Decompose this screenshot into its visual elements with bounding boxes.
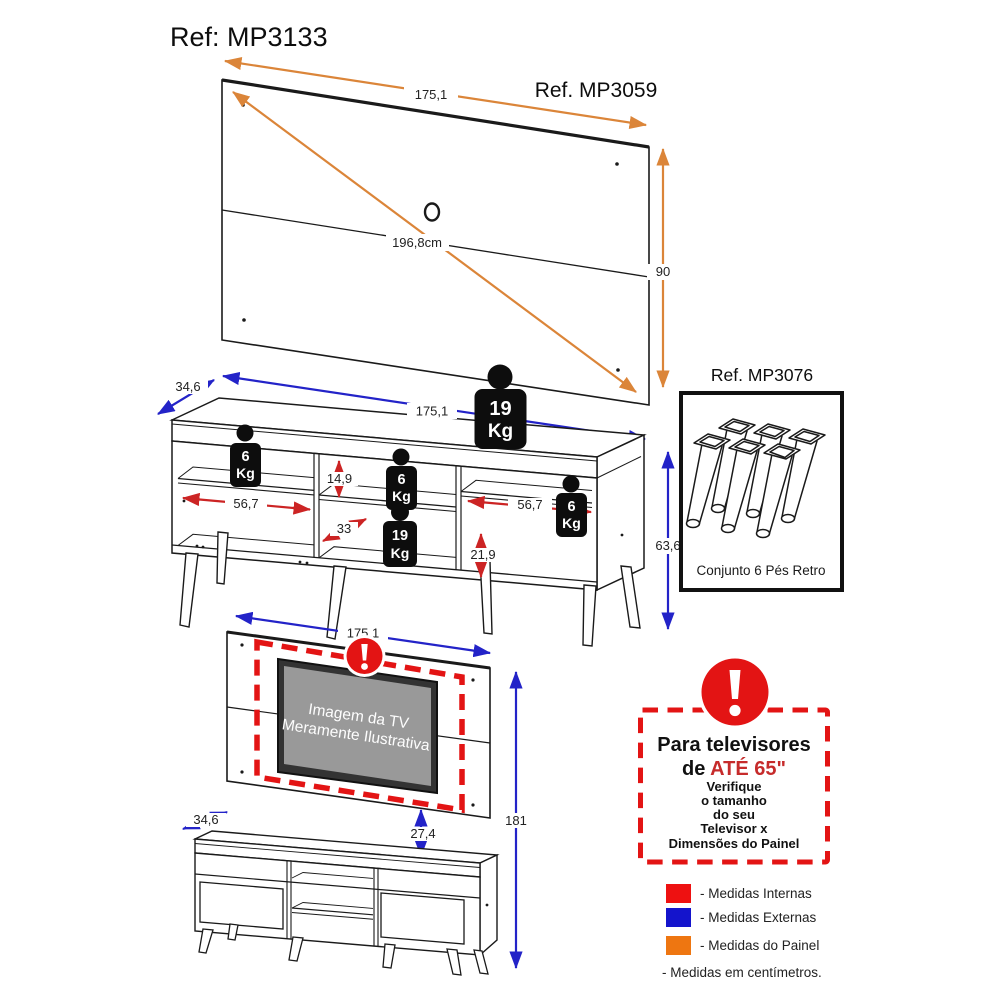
panel-width-label: 175,1 — [404, 86, 458, 103]
svg-text:Kg: Kg — [562, 515, 581, 531]
svg-text:34,6: 34,6 — [175, 379, 200, 394]
warning-dashed-border — [638, 707, 830, 865]
legend-label-internal: - Medidas Internas — [700, 886, 812, 901]
panel-height-label: 90 — [647, 264, 680, 280]
svg-text:27,4: 27,4 — [410, 826, 435, 841]
svg-text:175,1: 175,1 — [416, 404, 449, 419]
rack-right-width-label: 56,7 — [508, 497, 552, 512]
svg-text:Kg: Kg — [488, 421, 513, 442]
assembled-gap-label: 27,4 — [402, 826, 444, 841]
svg-text:33: 33 — [337, 521, 351, 536]
warning-line-3: do seu — [713, 807, 755, 822]
svg-text:196,8cm: 196,8cm — [392, 235, 442, 250]
feet-kit-box: Ref. MP3076 Conjunto 6 Pés Retro — [679, 365, 844, 592]
rack-legs — [179, 531, 641, 647]
weight-badge-left: 6 Kg — [230, 424, 261, 487]
svg-text:21,9: 21,9 — [470, 547, 495, 562]
svg-text:181: 181 — [505, 813, 527, 828]
tv-illustration: Imagem da TV Meramente Ilustrativa — [277, 657, 438, 795]
tv-size-warning-box: Para televisores de ATÉ 65" Verifique o … — [638, 655, 830, 865]
rack-top-gap-label: 14,9 — [321, 471, 358, 486]
rack-width-label: 175,1 — [407, 403, 457, 419]
svg-text:6: 6 — [397, 472, 405, 488]
rack-diagram: 56,7 14,9 33 56,7 21,9 34,6 175, — [157, 364, 689, 647]
legend-label-panel: - Medidas do Painel — [700, 938, 819, 953]
svg-text:56,7: 56,7 — [233, 496, 258, 511]
svg-text:Kg: Kg — [236, 465, 255, 481]
svg-text:56,7: 56,7 — [517, 497, 542, 512]
legend-unit-note: - Medidas em centímetros. — [662, 965, 822, 980]
feet-kit-illustration — [685, 418, 826, 539]
panel-diagram: 175,1 196,8cm 90 Ref. MP3059 — [221, 56, 680, 406]
svg-text:175,1: 175,1 — [415, 87, 448, 102]
legend-swatch-external — [666, 908, 691, 927]
svg-text:63,6: 63,6 — [655, 538, 680, 553]
legend: - Medidas Internas - Medidas Externas - … — [662, 884, 822, 980]
assembled-height-label: 181 — [499, 813, 533, 828]
legend-swatch-panel — [666, 936, 691, 955]
warning-line-1: Verifique — [707, 779, 762, 794]
panel-ref-label: Ref. MP3059 — [535, 79, 658, 102]
svg-text:90: 90 — [656, 264, 670, 279]
rack-depth-label: 34,6 — [168, 379, 208, 394]
rack-left-width-label: 56,7 — [225, 496, 267, 511]
svg-text:6: 6 — [567, 499, 575, 515]
weight-badge-middle-upper: 6 Kg — [386, 448, 417, 510]
warning-icon — [698, 655, 772, 729]
svg-text:19: 19 — [392, 528, 408, 544]
assembled-rack-legs — [198, 923, 489, 976]
tv-zone-warning-icon — [343, 635, 386, 677]
assembled-depth-label: 34,6 — [186, 812, 226, 827]
panel-diagonal-label: 196,8cm — [386, 234, 449, 251]
legend-swatch-internal — [666, 884, 691, 903]
svg-text:Kg: Kg — [392, 488, 411, 504]
warning-size-line: de ATÉ 65" — [682, 757, 786, 780]
warning-line-5: Dimensões do Painel — [669, 836, 800, 851]
assembled-rack-line-art — [192, 830, 500, 957]
rack-shelf-depth-label: 33 — [330, 521, 358, 536]
weight-badge-right: 6 Kg — [556, 475, 587, 537]
warning-heading: Para televisores — [657, 734, 810, 756]
assembled-panel-holes — [240, 643, 475, 807]
legend-label-external: - Medidas Externas — [700, 910, 817, 925]
assembled-diagram: 175,1 Imagem da TV Meramente Ilustrativa — [181, 611, 533, 976]
svg-text:34,6: 34,6 — [193, 812, 218, 827]
svg-text:Kg: Kg — [391, 545, 410, 561]
feet-kit-caption: Conjunto 6 Pés Retro — [696, 563, 825, 578]
svg-text:6: 6 — [241, 449, 249, 465]
warning-line-4: Televisor x — [701, 821, 769, 836]
weight-badge-middle-lower: 19 Kg — [383, 503, 417, 567]
rack-height-label: 63,6 — [647, 538, 689, 554]
svg-text:14,9: 14,9 — [327, 471, 352, 486]
weight-badge-top: 19 Kg — [474, 364, 527, 449]
tv-zone-dashed-border — [254, 638, 465, 814]
rack-right-height-label: 21,9 — [464, 547, 502, 562]
warning-line-2: o tamanho — [701, 793, 767, 808]
svg-text:19: 19 — [489, 398, 511, 420]
feet-kit-ref-label: Ref. MP3076 — [711, 365, 813, 385]
page-title: Ref: MP3133 — [170, 22, 328, 52]
